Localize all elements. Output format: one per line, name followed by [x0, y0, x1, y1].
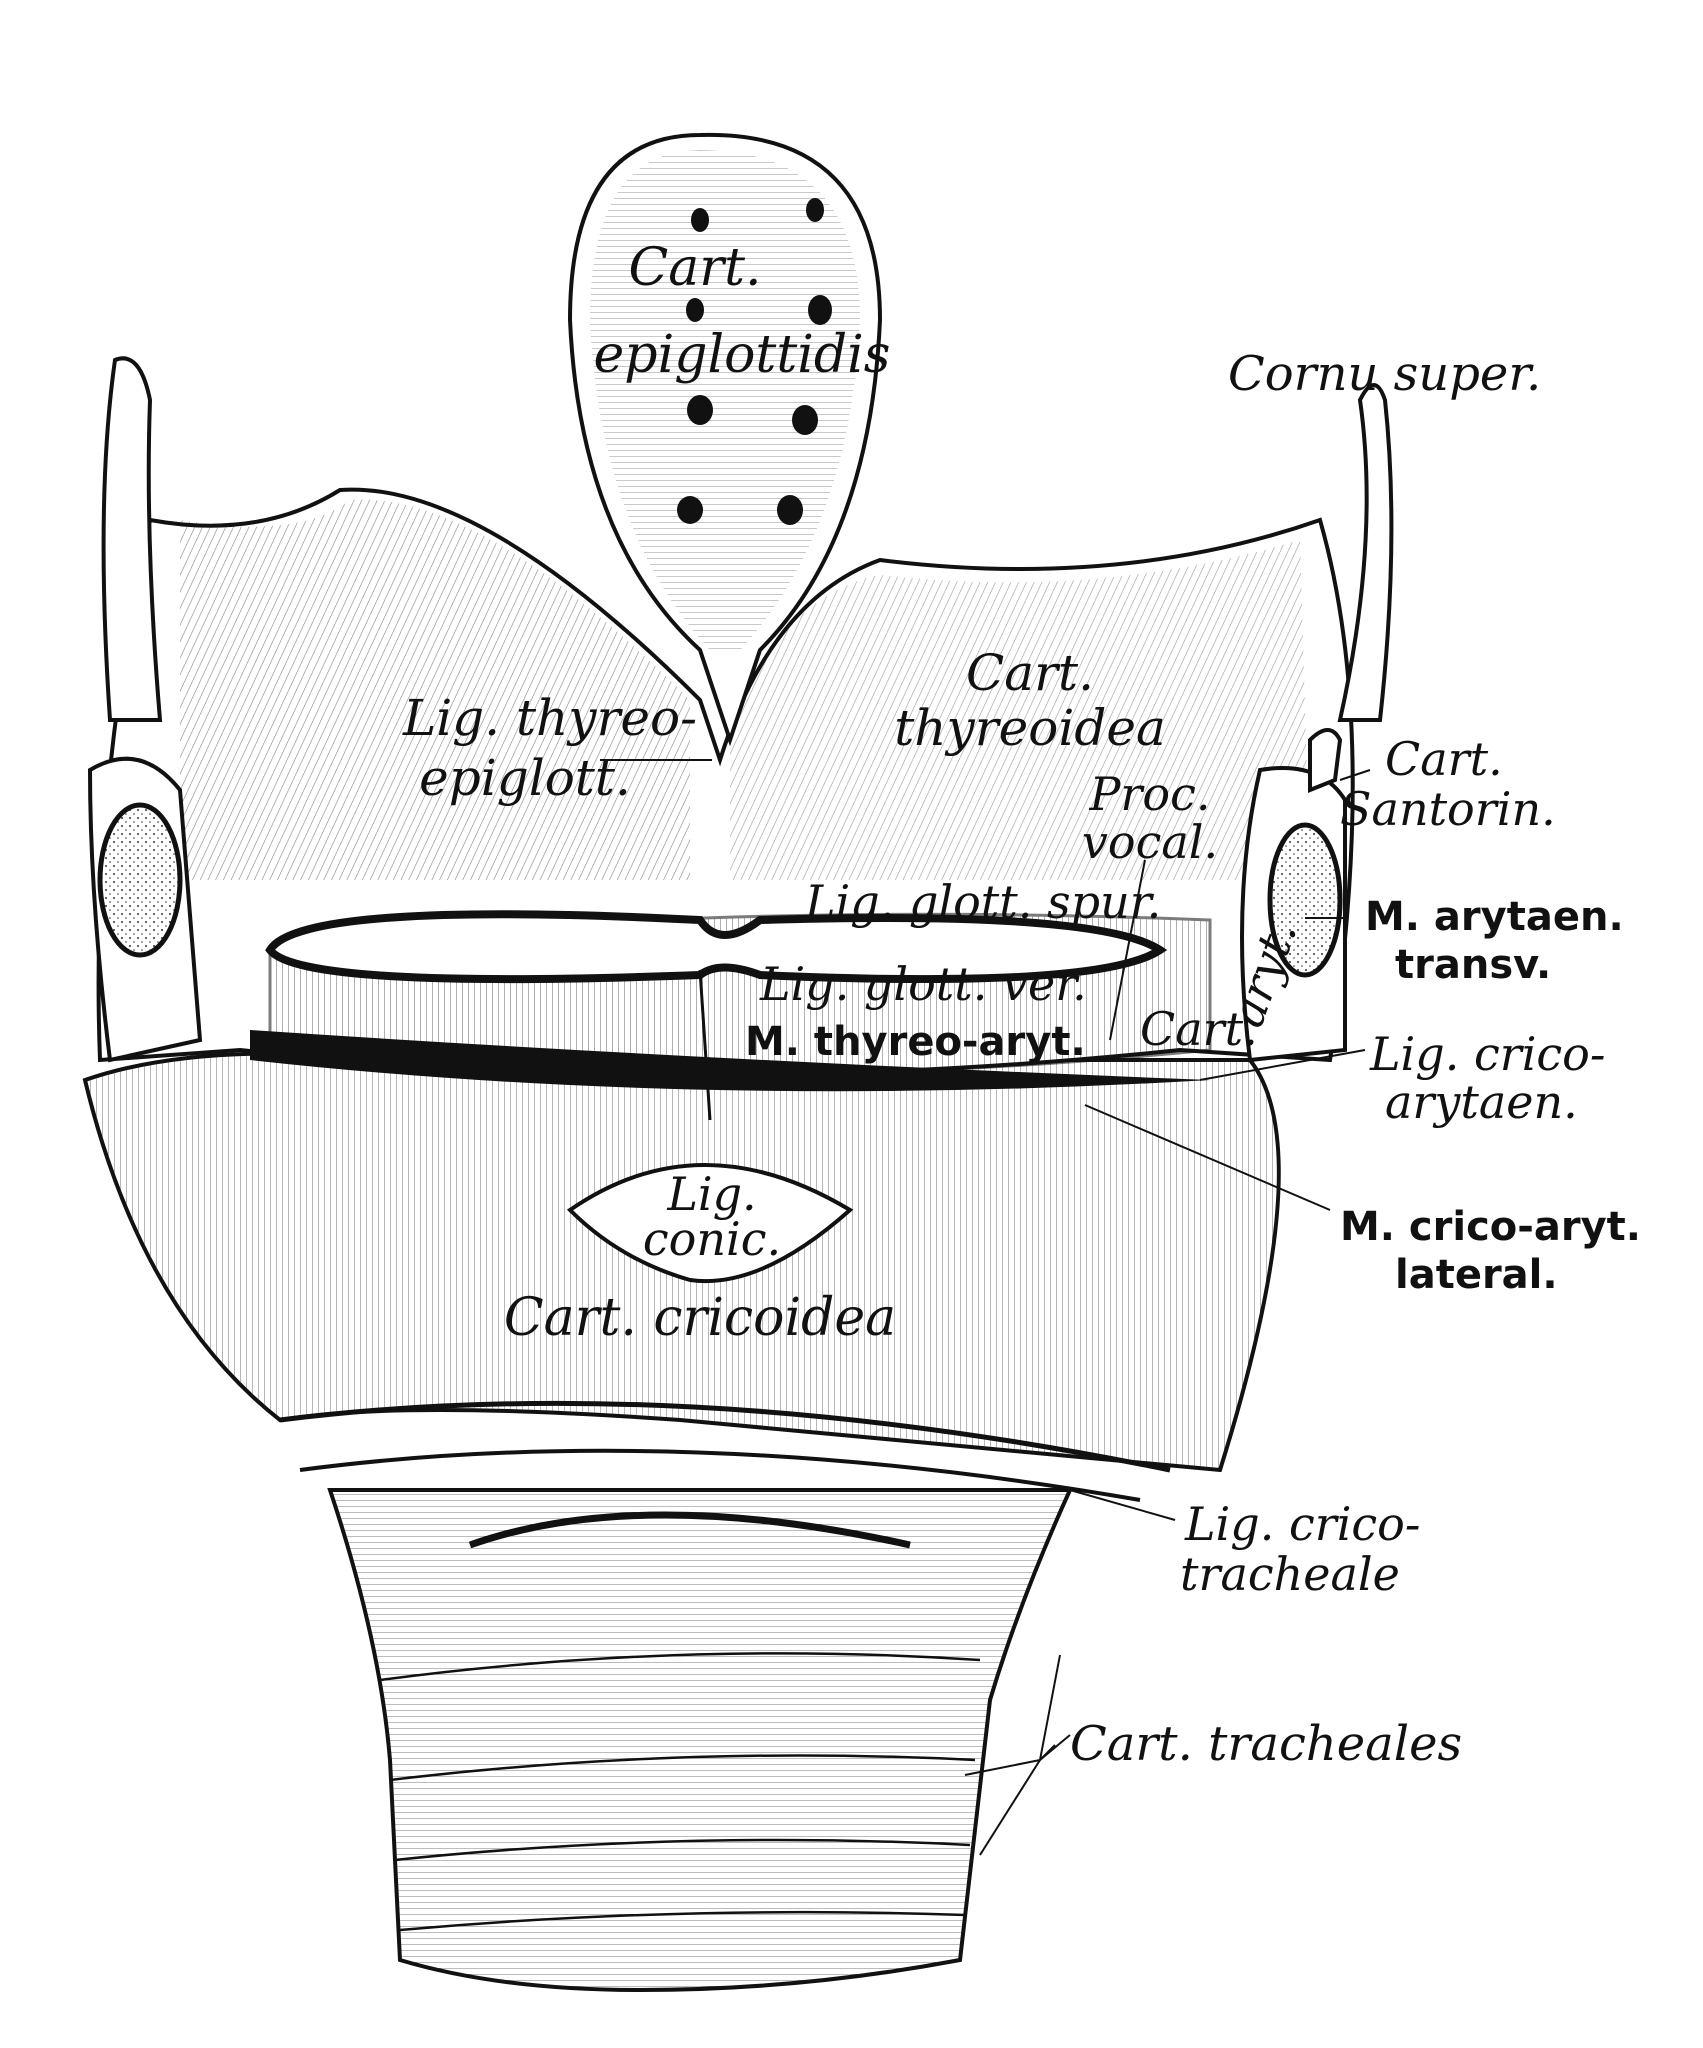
- label-cart-epiglottidis-1: Cart.: [628, 238, 761, 298]
- cornu-superior-right: [1337, 383, 1394, 722]
- label-proc-vocal-1: Proc.: [1088, 767, 1210, 821]
- label-cornu-super: Cornu super.: [1228, 346, 1541, 402]
- label-lig-crico-arytaen-1: Lig. crico-: [1369, 1027, 1605, 1081]
- leader-cart-tracheales-4: [979, 1759, 1041, 1856]
- label-lig-glott-spur: Lig. glott. spur.: [804, 875, 1161, 929]
- label-cart-thyreoidea-2: thyreoidea: [894, 699, 1166, 757]
- label-lig-crico-tracheale-1: Lig. crico-: [1184, 1497, 1420, 1551]
- label-lig-crico-tracheale-2: tracheale: [1180, 1547, 1400, 1601]
- label-cart-cricoidea: Cart. cricoidea: [504, 1288, 896, 1348]
- label-lig-crico-arytaen-2: arytaen.: [1385, 1075, 1578, 1129]
- label-cart-santorin-2: Santorin.: [1340, 782, 1556, 836]
- false-vocal-fold-slit: [265, 910, 1168, 984]
- label-cart-thyreoidea-1: Cart.: [966, 644, 1094, 702]
- label-m-thyreo-aryt: M. thyreo-aryt.: [745, 1019, 1086, 1065]
- cornu-superior-left: [101, 356, 163, 722]
- arytenoid-right: [1240, 766, 1347, 1063]
- epiglottis-glands: [677, 198, 832, 525]
- label-m-crico-aryt-lateral-1: M. crico-aryt.: [1340, 1204, 1641, 1250]
- leader-cart-tracheales-3: [964, 1759, 1041, 1776]
- label-m-arytaen-transv-1: M. arytaen.: [1365, 894, 1624, 940]
- glottis-region: [250, 910, 1212, 1121]
- label-cart-aryt-1: Cart.: [1140, 1002, 1258, 1056]
- label-cart-tracheales: Cart. tracheales: [1070, 1716, 1462, 1772]
- cart-santorini-shape: [1308, 728, 1343, 793]
- label-lig-thyreo-epiglott-2: epiglott.: [419, 749, 631, 807]
- leader-lig-crico-arytaen: [1199, 1049, 1366, 1081]
- leader-cart-santorin: [1339, 769, 1371, 781]
- label-cart-epiglottidis-2: epiglottidis: [594, 325, 891, 385]
- leader-m-crico-aryt-lateral: [1084, 1104, 1331, 1211]
- label-cart-santorin-1: Cart.: [1385, 732, 1503, 786]
- trachea: [327, 1488, 1074, 1993]
- label-m-crico-aryt-lateral-2: lateral.: [1395, 1252, 1558, 1298]
- label-lig-thyreo-epiglott-1: Lig. thyreo-: [402, 689, 697, 747]
- label-lig-conic-1: Lig.: [666, 1167, 756, 1221]
- label-lig-glott-ver: Lig. glott. ver.: [759, 957, 1087, 1011]
- true-vocal-fold-slit: [250, 1030, 1210, 1092]
- leader-cart-tracheales-2: [1039, 1744, 1056, 1761]
- leader-lig-crico-tracheale: [1069, 1489, 1176, 1521]
- arytenoid-left: [87, 756, 203, 1063]
- conic-ligament-shape: [566, 1163, 854, 1284]
- leader-proc-vocal: [1109, 859, 1146, 1041]
- epiglottis: [567, 132, 883, 747]
- label-m-arytaen-transv-2: transv.: [1395, 942, 1551, 988]
- label-lig-conic-2: conic.: [643, 1212, 781, 1266]
- leader-cart-tracheales: [1038, 1654, 1071, 1763]
- leader-lines: [600, 759, 1371, 1856]
- label-proc-vocal-2: vocal.: [1082, 815, 1218, 869]
